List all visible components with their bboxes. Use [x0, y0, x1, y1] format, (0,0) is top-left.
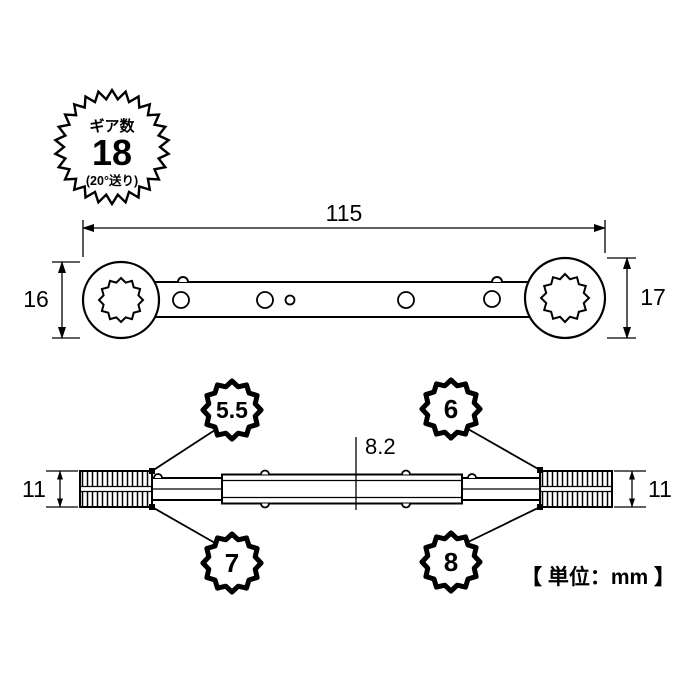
leader-line — [467, 428, 541, 471]
right-thickness-dimension: 11 — [614, 470, 672, 508]
wrench-top-view — [81, 256, 607, 340]
leader-marker — [537, 504, 543, 510]
rivet-bump — [467, 473, 477, 479]
left-12pt-socket — [97, 276, 145, 324]
body-hole — [172, 291, 190, 309]
gear-badge-note: (20°送り) — [86, 173, 138, 188]
body-hole — [256, 291, 274, 309]
lever-bump-left — [177, 276, 189, 283]
gear-badge-icon — [419, 530, 483, 594]
socket-size-6: 6 — [444, 394, 458, 424]
side-center-plate — [221, 473, 463, 505]
socket-size-8: 8 — [444, 547, 458, 577]
rivet-bump — [260, 469, 270, 475]
gear-badge-count: 18 — [92, 132, 132, 173]
right-head-dimension: 17 — [607, 257, 666, 339]
leader-line — [151, 429, 216, 472]
lever-bump-right — [491, 276, 503, 283]
unit-label: 【 単位：mm 】 — [521, 565, 675, 589]
leader-marker — [537, 467, 543, 473]
gear-badge-title: ギア数 — [89, 117, 135, 135]
socket-size-7: 7 — [225, 548, 239, 578]
body-hole — [483, 290, 501, 308]
body-hole-small — [284, 294, 296, 306]
wrench-side-view — [79, 469, 613, 509]
socket-size-5-5: 5.5 — [216, 397, 248, 423]
right-gear-teeth-bottom — [541, 492, 611, 506]
left-head-dimension: 16 — [23, 261, 80, 339]
right-head-height-value: 17 — [640, 284, 666, 310]
gear-count-badge: ギア数 18 (20°送り) — [53, 87, 171, 207]
starburst-icon — [53, 87, 171, 207]
socket-badge-6: 6 — [419, 377, 543, 473]
right-gear-teeth-top — [541, 472, 611, 486]
center-thickness-value: 8.2 — [365, 434, 396, 459]
leader-line — [151, 506, 216, 544]
right-12pt-socket — [539, 272, 591, 324]
left-gear-teeth-top — [81, 472, 151, 486]
gear-badge-icon — [419, 377, 483, 441]
center-thickness-dimension: 8.2 — [348, 434, 396, 510]
socket-badge-8: 8 — [419, 504, 543, 594]
gear-badge-icon — [200, 378, 264, 442]
leader-line — [467, 506, 541, 543]
gear-badge-icon — [200, 531, 264, 595]
left-head-height-value: 16 — [23, 286, 49, 312]
overall-length-dimension: 115 — [82, 200, 606, 257]
left-thickness-value: 11 — [22, 476, 46, 502]
rivet-bump — [153, 473, 163, 479]
socket-badge-7: 7 — [149, 504, 264, 595]
body-hole — [397, 291, 415, 309]
socket-badge-5-5: 5.5 — [149, 378, 264, 474]
rivet-bump — [401, 469, 411, 475]
leader-marker — [149, 468, 155, 474]
rivet-bump — [260, 503, 270, 509]
leader-marker — [149, 504, 155, 510]
right-thickness-value: 11 — [648, 476, 672, 502]
left-thickness-dimension: 11 — [22, 470, 78, 508]
left-gear-teeth-bottom — [81, 492, 151, 506]
rivet-bump — [401, 503, 411, 509]
overall-length-value: 115 — [326, 200, 363, 226]
